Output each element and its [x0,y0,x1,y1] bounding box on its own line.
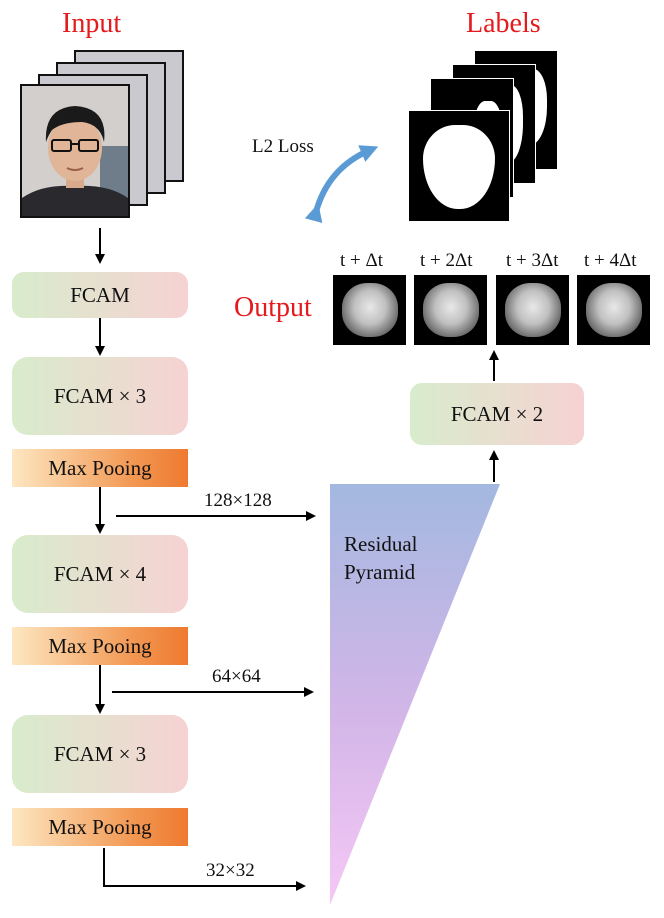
input-image-stack [20,50,185,220]
dim-label-32: 32×32 [206,860,255,881]
l2-loss-arrow [304,145,379,224]
loss-label: L2 Loss [252,136,314,157]
face-photo [22,86,128,216]
label-frame-1 [408,110,510,222]
output-frame-2 [414,275,487,345]
output-frame-4 [577,275,650,345]
time-label-1: t + Δt [340,250,383,271]
time-label-3: t + 3Δt [506,250,559,271]
pyramid-label-line2: Pyramid [344,560,416,584]
labels-title: Labels [466,8,541,39]
fcam-block-1: FCAM [12,272,188,318]
fcam-decoder-block: FCAM × 2 [410,383,584,445]
time-label-2: t + 2Δt [420,250,473,271]
fcam-block-3: FCAM × 4 [12,535,188,613]
fcam-block-4: FCAM × 3 [12,715,188,793]
labels-mask-stack [408,50,558,222]
residual-pyramid [330,484,500,905]
max-pooling-1: Max Pooing [12,449,188,487]
output-frame-3 [496,275,569,345]
output-title: Output [234,292,312,323]
max-pooling-2: Max Pooing [12,627,188,665]
fcam-block-2: FCAM × 3 [12,357,188,435]
output-frame-1 [333,275,406,345]
input-title: Input [62,8,122,39]
time-label-4: t + 4Δt [584,250,637,271]
arrow-skip-32 [103,848,306,891]
input-frame-face [20,84,130,218]
dim-label-128: 128×128 [204,490,272,511]
pyramid-label-line1: Residual [344,532,418,556]
max-pooling-3: Max Pooing [12,808,188,846]
dim-label-64: 64×64 [212,666,261,687]
